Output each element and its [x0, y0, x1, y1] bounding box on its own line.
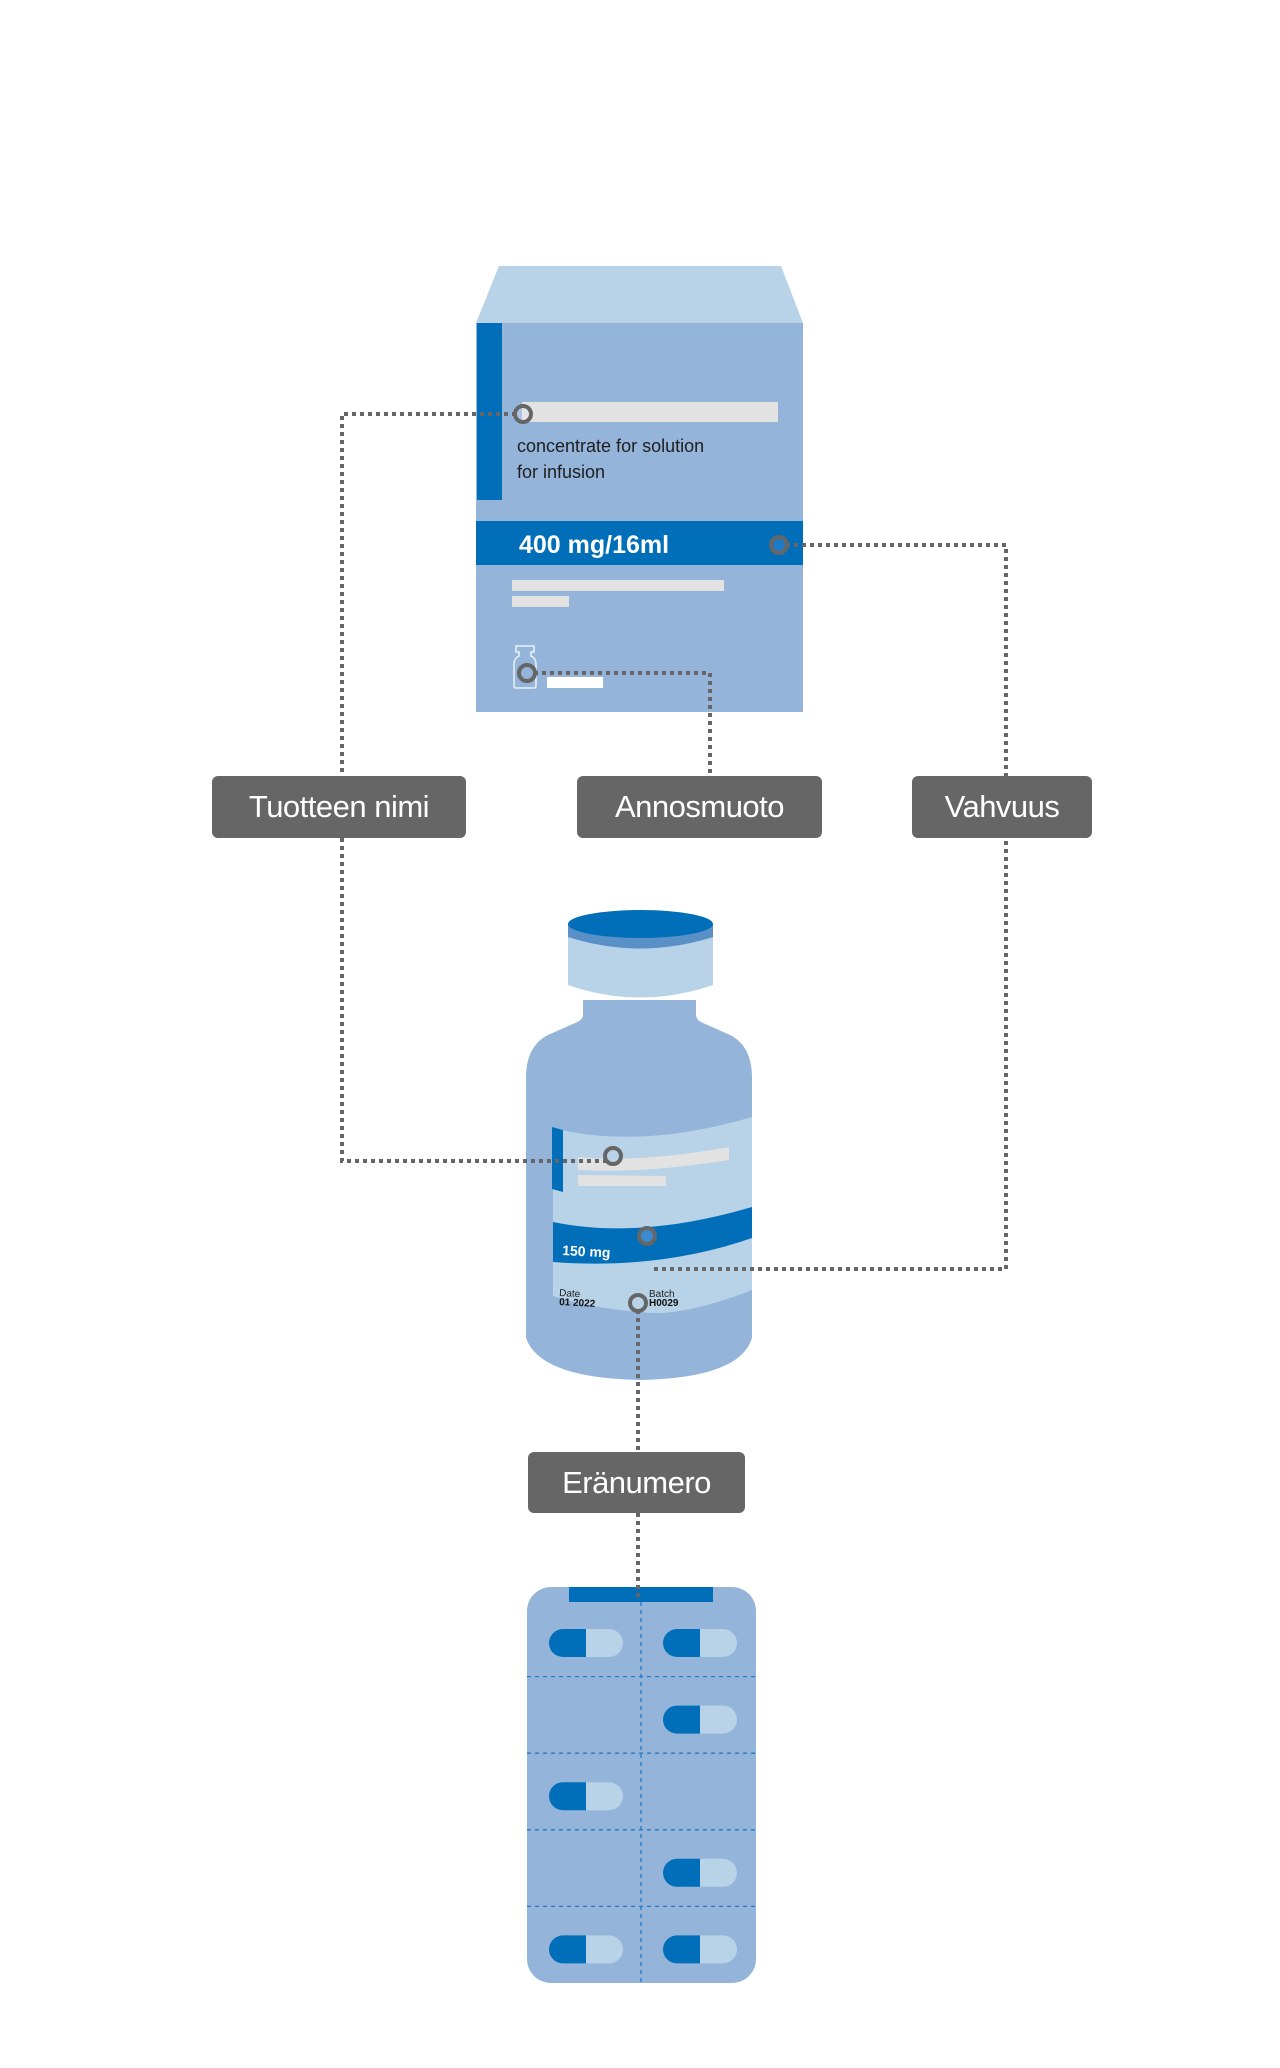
- carton-side-stripe: [477, 323, 502, 500]
- connector-dosage-form: [534, 671, 712, 776]
- vial-date-value: 01 2022: [559, 1297, 596, 1310]
- capsule-icon: [549, 1935, 624, 1964]
- carton-front-face: [476, 323, 803, 712]
- hotspot-carton-product-name[interactable]: [513, 404, 533, 424]
- capsule-light-half: [586, 1935, 624, 1964]
- carton-top-face: [476, 266, 803, 323]
- hotspot-vial-batch[interactable]: [628, 1293, 648, 1313]
- blister-perforations: [527, 1675, 756, 1908]
- capsule-light-half: [700, 1705, 738, 1734]
- blister-illustration: [527, 1587, 756, 1983]
- capsule-icon: [663, 1629, 737, 1657]
- capsule-light-half: [700, 1629, 737, 1657]
- capsule-dark-half: [663, 1629, 700, 1657]
- carton-form-placeholder: [547, 677, 603, 688]
- blister-top-tab: [569, 1587, 713, 1602]
- vial-name-placeholder-2: [578, 1175, 666, 1186]
- hotspot-vial-strength[interactable]: [637, 1226, 657, 1246]
- connector-strength-carton: [786, 543, 1008, 776]
- capsule-icon: [549, 1629, 623, 1657]
- carton-illustration: concentrate for solution for infusion 40…: [476, 266, 803, 712]
- vial-date-label: Date: [559, 1288, 581, 1300]
- hotspot-carton-strength[interactable]: [769, 535, 789, 555]
- connectors: [340, 412, 1008, 1600]
- carton-name-placeholder: [522, 402, 778, 422]
- capsule-dark-half: [663, 1935, 700, 1964]
- capsule-icon: [663, 1705, 738, 1734]
- capsule-icon: [663, 1858, 738, 1887]
- carton-strength-band: [476, 521, 803, 565]
- carton-info-placeholder-1: [512, 580, 724, 591]
- connector-product-name-vial: [340, 838, 606, 1163]
- capsule-dark-half: [549, 1782, 586, 1811]
- carton-strength-text: 400 mg/16ml: [519, 531, 669, 559]
- callout-strength[interactable]: Vahvuus: [912, 776, 1092, 838]
- capsule-dark-half: [549, 1629, 586, 1657]
- capsule-icon: [663, 1935, 738, 1964]
- carton-info-placeholder-2: [512, 596, 569, 607]
- carton-description-line1: concentrate for solution: [517, 436, 704, 456]
- vial-pictogram-icon: [513, 645, 537, 689]
- callout-product-name[interactable]: Tuotteen nimi: [212, 776, 466, 838]
- capsule-light-half: [586, 1782, 624, 1811]
- vial-cap-top: [568, 910, 713, 938]
- callout-product-name-label: Tuotteen nimi: [248, 789, 430, 824]
- capsule-icon: [549, 1782, 624, 1811]
- carton-description-line2: for infusion: [517, 462, 605, 482]
- vial-illustration: 150 mg Date 01 2022 Batch H0029: [526, 910, 752, 1380]
- capsule-light-half: [700, 1858, 738, 1887]
- vial-batch-label: Batch: [649, 1289, 675, 1300]
- callout-strength-label: Vahvuus: [944, 789, 1060, 824]
- blister-capsules: [549, 1629, 738, 1964]
- callout-batch-number-label: Eränumero: [562, 1464, 711, 1500]
- capsule-dark-half: [549, 1935, 586, 1964]
- connector-strength-vial: [654, 838, 1008, 1271]
- vial-strength-text: 150 mg: [562, 1242, 611, 1261]
- vial-batch-value: H0029: [649, 1298, 679, 1309]
- capsule-light-half: [700, 1935, 738, 1964]
- capsule-light-half: [586, 1629, 623, 1657]
- callout-dosage-form[interactable]: Annosmuoto: [577, 776, 822, 838]
- connector-product-name-carton: [340, 412, 516, 776]
- capsule-dark-half: [663, 1705, 700, 1734]
- hotspot-carton-dosage-form[interactable]: [517, 663, 537, 683]
- hotspot-markers: [513, 404, 789, 1313]
- callout-dosage-form-label: Annosmuoto: [614, 789, 785, 824]
- hotspot-vial-product-name[interactable]: [603, 1146, 623, 1166]
- capsule-dark-half: [663, 1858, 700, 1887]
- callout-batch-number[interactable]: Eränumero: [528, 1452, 745, 1513]
